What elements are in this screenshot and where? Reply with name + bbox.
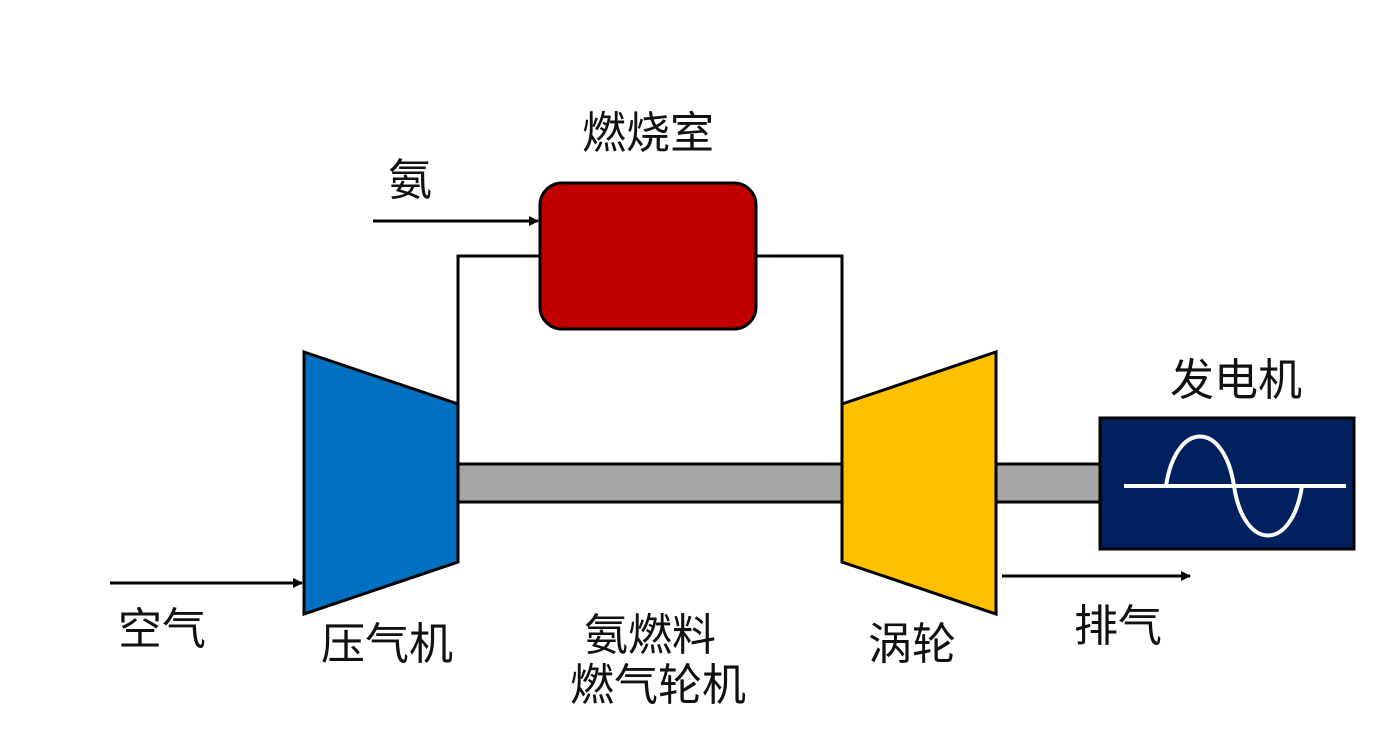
turbine-label: 涡轮 [868, 619, 956, 670]
shaft-turbine-generator [994, 462, 1104, 504]
combustor-label: 燃烧室 [582, 108, 714, 159]
sine-wave-icon [1164, 434, 1304, 538]
connection-compressor-combustor [456, 254, 540, 404]
generator-label: 发电机 [1170, 355, 1302, 406]
generator-box [1098, 416, 1356, 551]
compressor-label: 压气机 [321, 619, 453, 670]
shaft-compressor-turbine [456, 462, 846, 504]
air-label: 空气 [118, 604, 206, 655]
system-name-line2: 燃气轮机 [570, 660, 746, 711]
combustor-box [538, 181, 758, 331]
turbine-shape [840, 349, 998, 617]
connection-combustor-turbine [756, 254, 844, 404]
exhaust-label: 排气 [1074, 601, 1162, 652]
compressor-shape [302, 349, 460, 617]
system-name-line1: 氨燃料 [584, 610, 716, 661]
ammonia-label: 氨 [388, 155, 432, 206]
